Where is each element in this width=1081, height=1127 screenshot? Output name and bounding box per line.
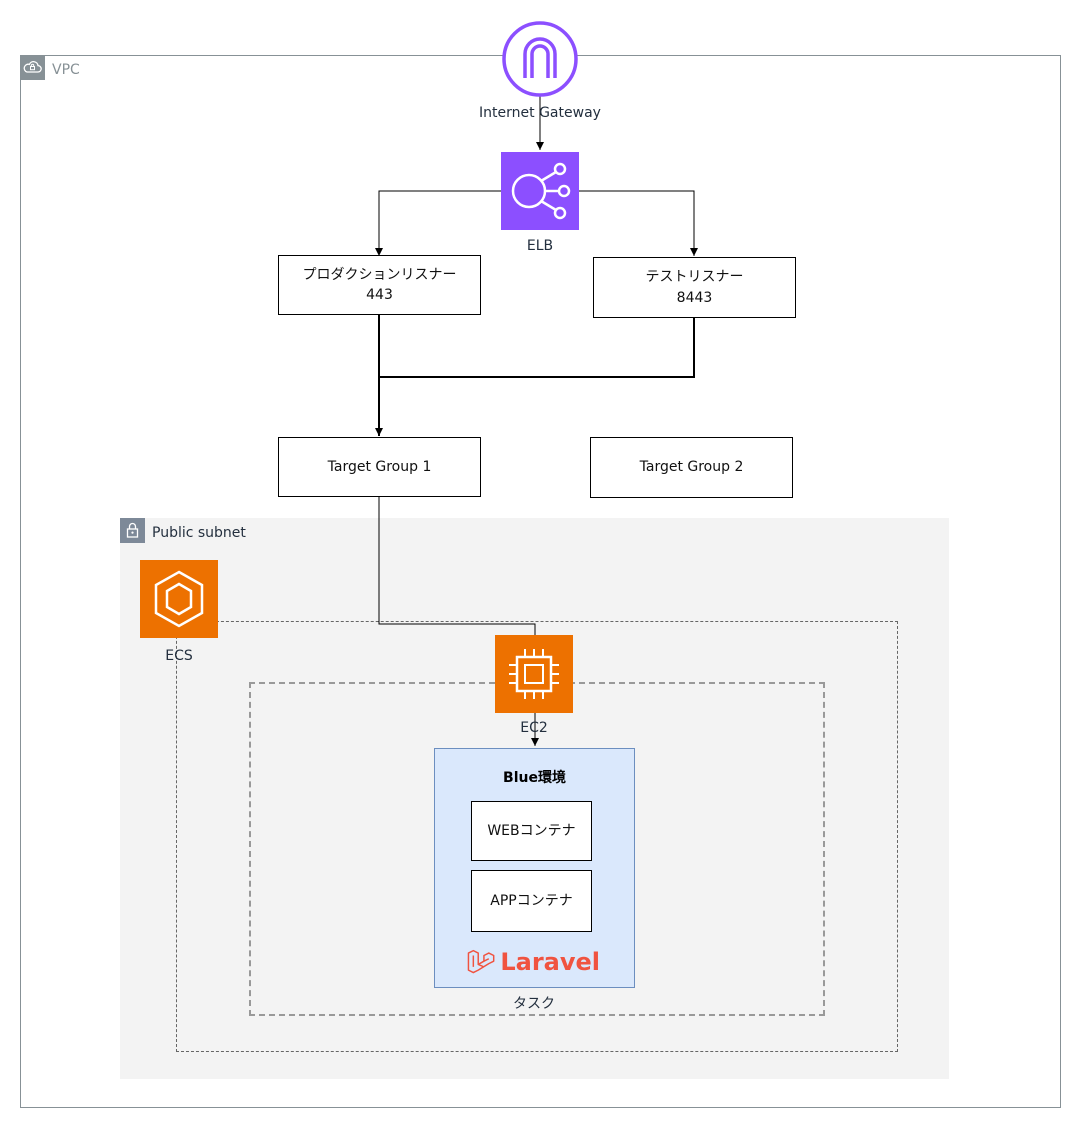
internet-gateway-label: Internet Gateway [479, 105, 601, 121]
elb-icon [501, 152, 579, 230]
ec2-icon [495, 635, 573, 713]
ecs-icon [140, 560, 218, 638]
lock-icon [120, 518, 145, 543]
target-group-1-label: Target Group 1 [327, 458, 432, 475]
app-container: APPコンテナ [471, 870, 592, 932]
laravel-icon [467, 949, 495, 974]
test-listener-port: 8443 [676, 289, 713, 306]
test-listener-name: テストリスナー [645, 269, 744, 286]
blue-environment-title: Blue環境 [503, 770, 566, 786]
test-listener: テストリスナー 8443 [593, 257, 796, 318]
internet-gateway-icon [501, 20, 579, 98]
target-group-2-label: Target Group 2 [639, 459, 744, 476]
ecs-label: ECS [165, 648, 193, 664]
production-listener-port: 443 [366, 287, 393, 303]
laravel-logo: Laravel [466, 942, 600, 982]
laravel-wordmark: Laravel [500, 948, 600, 976]
task-label: タスク [513, 996, 555, 1012]
public-subnet-label: Public subnet [152, 525, 246, 541]
ec2-label: EC2 [520, 720, 548, 736]
web-container-label: WEBコンテナ [487, 822, 576, 839]
vpc-cloud-icon [20, 55, 45, 80]
app-container-label: APPコンテナ [490, 892, 573, 909]
target-group-2: Target Group 2 [590, 437, 793, 498]
vpc-label: VPC [52, 62, 80, 78]
elb-to-test-listener-connector [579, 190, 698, 256]
production-listener: プロダクションリスナー 443 [278, 255, 481, 315]
ecs-cluster-boundary [176, 621, 898, 1052]
web-container: WEBコンテナ [471, 801, 592, 861]
elb-label: ELB [526, 238, 554, 254]
test-listener-to-tg1-connector [379, 318, 695, 378]
target-group-1: Target Group 1 [278, 437, 481, 497]
production-listener-name: プロダクションリスナー [302, 266, 457, 283]
elb-to-production-listener-connector [375, 190, 501, 256]
blue-environment [434, 748, 635, 988]
